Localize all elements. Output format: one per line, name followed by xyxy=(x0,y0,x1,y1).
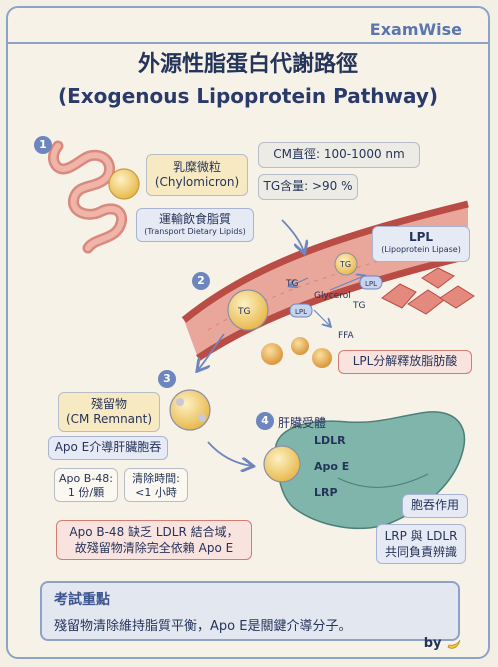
fatty-acid-droplets xyxy=(261,337,332,368)
note-line2: 故殘留物清除完全依賴 Apo E xyxy=(74,541,234,556)
lpl-action-label: LPL分解釋放脂肪酸 xyxy=(338,350,472,374)
chylomicron-zh: 乳糜微粒 xyxy=(172,160,221,174)
apoe-label: Apo E xyxy=(314,460,350,473)
banana-icon xyxy=(447,639,461,649)
byline-text: by xyxy=(423,636,442,651)
lpl-label: LPL (Lipoprotein Lipase) xyxy=(372,226,470,262)
clearance-line1: 清除時間: xyxy=(132,472,180,485)
lpl-enzyme xyxy=(334,252,358,276)
infographic-card: ExamWise 外源性脂蛋白代謝路徑 (Exogenous Lipoprote… xyxy=(6,6,490,659)
chylomicron-en: (Chylomicron) xyxy=(154,175,240,189)
chylomicron-label: 乳糜微粒 (Chylomicron) xyxy=(146,154,248,196)
remnant-zh: 殘留物 xyxy=(90,397,127,411)
lpl-enzyme-label: TG xyxy=(339,260,351,269)
page-subtitle: (Exogenous Lipoprotein Pathway) xyxy=(57,84,439,108)
transport-zh: 運輸飲食脂質 xyxy=(158,212,231,226)
lpl-tag-1 xyxy=(289,303,313,318)
byline: by xyxy=(424,636,462,651)
tg-particle-label: TG xyxy=(237,307,250,317)
lpl-tag-2 xyxy=(359,275,383,290)
step-4-badge: 4 xyxy=(256,412,274,430)
adipocyte-cells xyxy=(381,267,475,315)
note-line1: Apo B-48 缺乏 LDLR 結合域， xyxy=(69,525,239,539)
exam-key-point: 考試重點 殘留物清除維持脂質平衡，Apo E是關鍵介導分子。 xyxy=(40,581,460,641)
lrp-label: LRP xyxy=(314,486,338,499)
brand-logo: ExamWise xyxy=(369,20,462,39)
glycerol-label: Glycerol xyxy=(314,291,351,301)
apoe-uptake-label: Apo E介導肝臟胞吞 xyxy=(48,436,168,460)
apob48-line2: 1 份/顆 xyxy=(67,485,105,499)
page-title: 外源性脂蛋白代謝路徑 xyxy=(137,52,358,77)
intestine-icon xyxy=(48,140,127,254)
tg-content-badge: TG含量: >90 % xyxy=(258,174,358,200)
ffa-label: FFA xyxy=(338,331,355,341)
apob48-badge: Apo B-48: 1 份/顆 xyxy=(54,468,118,502)
chylomicron-particle xyxy=(108,168,140,200)
remnant-particle xyxy=(169,389,211,431)
lpl-tag-1-label: LPL xyxy=(295,308,307,316)
recognition-label: LRP 與 LDLR 共同負責辨識 xyxy=(376,524,466,564)
clearance-badge: 清除時間: <1 小時 xyxy=(124,468,188,502)
step-1-badge: 1 xyxy=(34,136,52,154)
step-3-badge: 3 xyxy=(158,370,176,388)
tg-particle-large xyxy=(227,289,269,331)
clearance-line2: <1 小時 xyxy=(135,485,177,499)
apob48-line1: Apo B-48: xyxy=(59,472,113,485)
header-divider xyxy=(8,42,488,44)
remnant-en: (CM Remnant) xyxy=(65,412,153,426)
step-2-badge: 2 xyxy=(192,272,210,290)
lpl-full-name: (Lipoprotein Lipase) xyxy=(381,245,461,254)
transport-label: 運輸飲食脂質 (Transport Dietary Lipids) xyxy=(136,208,254,242)
remnant-label: 殘留物 (CM Remnant) xyxy=(58,392,160,432)
liver-remnant-particle xyxy=(263,445,301,483)
cm-size-badge: CM直徑: 100-1000 nm xyxy=(258,142,420,168)
lpl-abbr: LPL xyxy=(408,230,434,244)
endocytosis-label: 胞吞作用 xyxy=(402,494,468,518)
apob48-note: Apo B-48 缺乏 LDLR 結合域， 故殘留物清除完全依賴 Apo E xyxy=(56,520,252,560)
exam-key-heading: 考試重點 xyxy=(54,592,110,608)
lpl-tag-2-label: LPL xyxy=(365,280,377,288)
transport-en: (Transport Dietary Lipids) xyxy=(144,227,246,236)
liver-receptors-title: 肝臟受體 xyxy=(278,416,327,430)
ldlr-label: LDLR xyxy=(314,434,346,447)
tg-label-2: TG xyxy=(352,301,365,311)
exam-key-text: 殘留物清除維持脂質平衡，Apo E是關鍵介導分子。 xyxy=(54,619,352,634)
recognition-line2: 共同負責辨識 xyxy=(384,545,457,560)
recognition-line1: LRP 與 LDLR xyxy=(384,529,458,543)
tg-label-1: TG xyxy=(285,279,298,289)
